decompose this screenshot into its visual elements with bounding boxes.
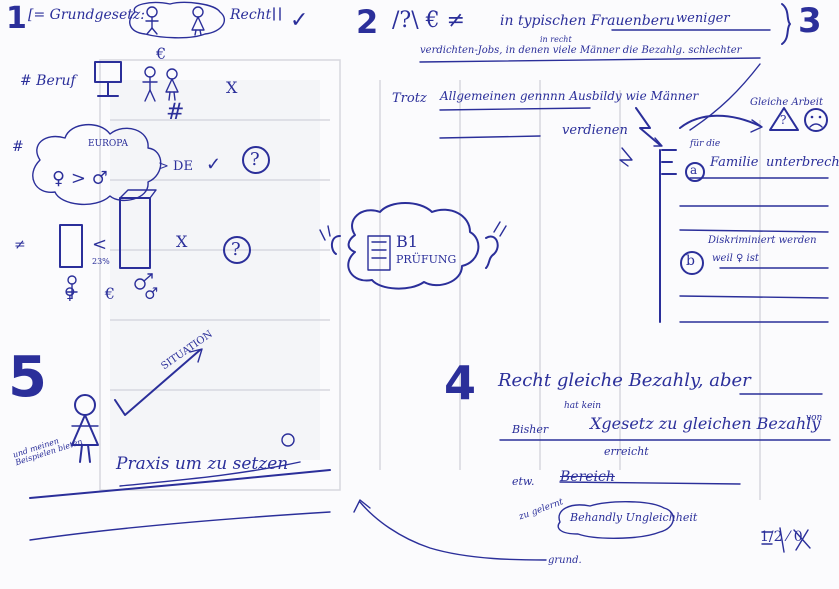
- section4-line2: Xgesetz zu gleichen Bezahly: [590, 414, 821, 433]
- section1-doodles: [32, 1, 281, 299]
- section-5-number: 5: [8, 345, 47, 410]
- question-mark-2: ?: [231, 239, 241, 260]
- section5-line: Praxis um zu setzen: [116, 454, 289, 474]
- check-mark-1: ✓: [290, 8, 309, 33]
- question-mark-1: ?: [250, 149, 260, 170]
- grundgesetz-label: [= Grundgesetz:: [28, 7, 145, 23]
- section-3-number: 3: [798, 1, 822, 41]
- section2-symbols: /?\ € ≠: [392, 8, 466, 33]
- recht-label: Recht: [230, 7, 272, 23]
- neq-hash: #: [166, 100, 185, 125]
- erreicht-label: erreicht: [604, 445, 649, 458]
- neq-symbol: ≠: [14, 237, 26, 253]
- hash-left: #: [12, 139, 24, 155]
- corner-doodle: [761, 527, 811, 553]
- center-cloud: [319, 202, 507, 290]
- gleiche-arbeit-label: Gleiche Arbeit: [750, 97, 823, 108]
- section5-doodles: [29, 348, 331, 541]
- section-2-number: 2: [356, 3, 379, 41]
- section4-lines: [353, 393, 831, 561]
- verdienen-label: verdienen: [562, 123, 628, 138]
- section4-line1: Recht gleiche Bezahly, aber: [498, 370, 751, 391]
- bisher-label: Bisher: [512, 423, 549, 436]
- percent-label: 23%: [92, 257, 110, 266]
- section-1-number: 1: [6, 1, 27, 36]
- von-label: von: [806, 413, 823, 423]
- cloud-text: Behandly Ungleichheit: [570, 511, 698, 524]
- bottom-gender-symbols: ♀ € ♂: [64, 284, 171, 303]
- familie-label: Familie: [710, 155, 759, 170]
- corner-signature: 1/2 ⁄ 0: [760, 529, 803, 545]
- trotz-label: Trotz: [392, 91, 427, 106]
- unterbrechen-label: unterbrechen: [766, 155, 839, 170]
- grund-label: grund.: [548, 555, 582, 566]
- pruefung-subtitle: PRÜFUNG: [396, 253, 457, 266]
- warning-question: ?: [780, 113, 787, 127]
- section2-3-lines: [419, 3, 829, 323]
- item-b-line2: weil ♀ ist: [712, 253, 759, 264]
- x-mark-1: X: [226, 78, 238, 97]
- item-b-line1: Diskriminiert werden: [708, 235, 817, 246]
- section2-line3: Allgemeinen gennnn Ausbildy wie Männer: [440, 89, 699, 103]
- section2-line1: in typischen Frauenberu: [500, 13, 675, 29]
- section2-line2: verdichten-Jobs, in denen viele Männer d…: [420, 45, 742, 56]
- item-a-label: a: [690, 163, 698, 177]
- fur-die-label: für die: [690, 139, 721, 149]
- x-mark-2: X: [176, 232, 188, 251]
- b1-title: B1: [396, 232, 418, 251]
- bereich-label: Bereich: [560, 469, 615, 485]
- beruf-label: # Beruf: [20, 73, 76, 89]
- item-b-label: b: [686, 253, 695, 269]
- etw-label: etw.: [512, 475, 535, 488]
- less-than-symbol: <: [92, 234, 108, 255]
- in-recht-note: in recht: [540, 35, 572, 44]
- gt-de-label: > DE: [158, 159, 193, 174]
- hat-kein-label: hat kein: [564, 401, 602, 411]
- section-4-number: 4: [444, 356, 477, 410]
- europa-label: EUROPA: [88, 139, 129, 149]
- weniger-label: weniger: [676, 11, 730, 26]
- euro-symbol-1: €: [156, 44, 167, 63]
- check-mark-2: ✓: [206, 154, 222, 175]
- female-gt-male: ♀ > ♂: [52, 168, 108, 189]
